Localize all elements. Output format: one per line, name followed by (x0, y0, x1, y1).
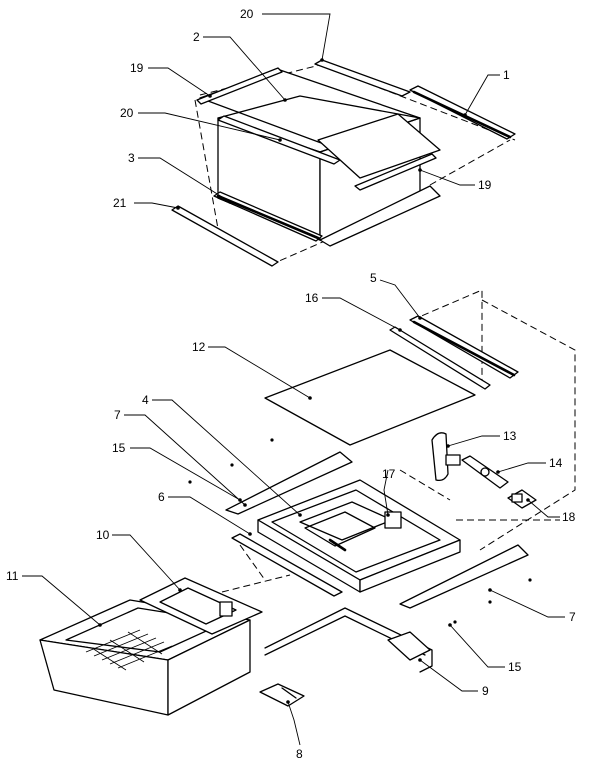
callout-8: 8 (296, 747, 303, 761)
callout-5: 5 (370, 271, 377, 285)
part-14-rod (461, 455, 509, 489)
callout-19-right: 19 (478, 178, 492, 192)
callout-20-top: 20 (240, 7, 254, 21)
part-8-catch (259, 683, 305, 707)
part-17-inner-frame (304, 511, 402, 552)
fastener-screws (188, 438, 532, 624)
callout-21: 21 (113, 196, 127, 210)
part-6-front-trim (231, 533, 343, 597)
part-12-glass-shelf (264, 349, 476, 446)
lower-crisper-assembly (39, 289, 576, 716)
part-9-drawer-glide (264, 607, 433, 673)
callout-2: 2 (193, 30, 200, 44)
part-16-rear-trim (389, 326, 491, 390)
callout-13: 13 (503, 429, 517, 443)
callout-3: 3 (128, 151, 135, 165)
callout-19-left: 19 (130, 61, 144, 75)
leader-lines (22, 13, 565, 746)
callout-15-right: 15 (508, 660, 522, 674)
part-1-rear-rail (409, 85, 516, 140)
callout-12: 12 (192, 340, 206, 354)
part-7-side-support-left (225, 451, 353, 515)
callout-4: 4 (142, 393, 149, 407)
callout-14: 14 (549, 456, 563, 470)
part-19-side-trim-left (196, 67, 283, 105)
callout-9: 9 (482, 684, 489, 698)
callout-20-lower: 20 (120, 106, 134, 120)
upper-shelf-assembly (171, 59, 516, 267)
part-5-rear-rail (409, 315, 519, 379)
callout-7-right: 7 (569, 610, 576, 624)
part-10-drawer-divider (139, 577, 263, 635)
callout-6: 6 (158, 490, 165, 504)
callout-15-left: 15 (112, 441, 126, 455)
callout-1: 1 (503, 68, 510, 82)
part-20-rear-trim-top (314, 59, 411, 97)
callout-17: 17 (382, 467, 396, 481)
callout-16: 16 (305, 291, 319, 305)
part-4-crisper-cover-frame (257, 479, 461, 593)
part-13-slide-bracket (431, 432, 461, 482)
part-19-side-trim-right (354, 153, 437, 191)
part-3-front-rail (213, 191, 323, 242)
callout-11: 11 (6, 569, 19, 583)
part-18-clip (507, 489, 537, 509)
upper-divider-panel (317, 113, 441, 179)
upper-side-support (319, 185, 441, 247)
leader-arrowheads (98, 58, 530, 704)
part-7-side-support-right (399, 544, 529, 609)
callout-18: 18 (562, 510, 576, 524)
callout-7-left: 7 (114, 408, 121, 422)
callout-labels: 20 2 19 1 20 3 19 21 5 16 12 4 7 13 15 1… (6, 7, 576, 761)
callout-10: 10 (96, 528, 110, 542)
